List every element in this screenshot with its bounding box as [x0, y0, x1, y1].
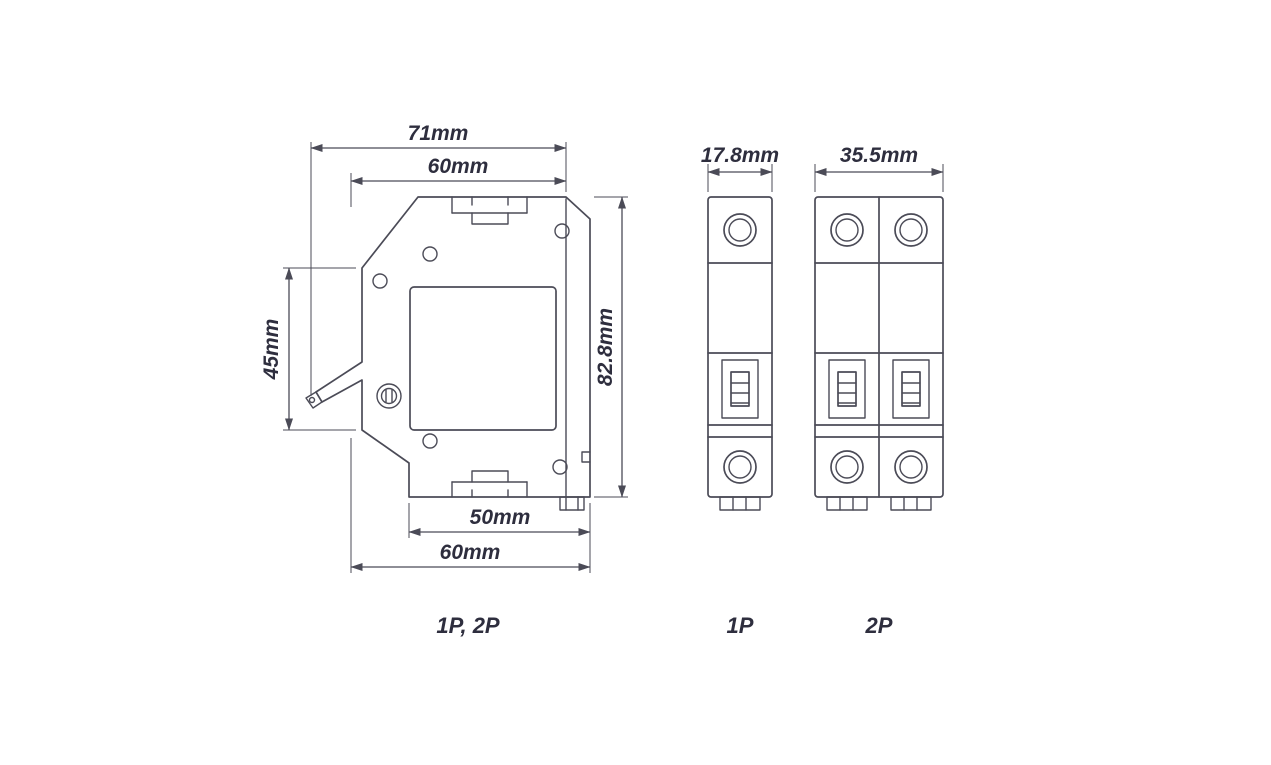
dim-width-2p-label: 35.5mm: [840, 144, 918, 167]
lever-tip: [305, 391, 323, 409]
dim-width-1p: 17.8mm: [701, 144, 779, 192]
side-view: 71mm 60mm 45mm 82.8mm 50mm: [260, 122, 628, 638]
pole-left: [814, 213, 880, 511]
dim-top-outer-label: 71mm: [408, 122, 469, 145]
front-view-1p-label: 1P: [727, 613, 754, 638]
dim-bottom-inner-label: 50mm: [470, 506, 531, 529]
dim-top-outer: 71mm: [310, 122, 567, 396]
front-view-2p: 35.5mm 2P: [814, 144, 944, 638]
side-view-label: 1P, 2P: [436, 613, 500, 638]
housing-rivets: [372, 223, 570, 475]
front-view-1p: 17.8mm 1P: [701, 144, 779, 638]
dim-top-inner-label: 60mm: [428, 155, 489, 178]
breaker-side-outline: [315, 196, 591, 498]
pole-1: [707, 213, 773, 511]
dim-width-2p: 35.5mm: [814, 144, 944, 192]
dim-bottom-inner: 50mm: [408, 503, 591, 573]
dim-left-height-label: 45mm: [260, 319, 283, 381]
din-rail-notch: [581, 451, 591, 463]
dim-bottom-outer-label: 60mm: [440, 541, 501, 564]
label-window: [409, 286, 557, 431]
dim-bottom-outer: 60mm: [350, 438, 591, 573]
din-clip: [559, 496, 585, 511]
bottom-terminal: [451, 470, 528, 498]
front-view-2p-label: 2P: [865, 613, 893, 638]
dim-right-height-label: 82.8mm: [594, 308, 617, 386]
top-terminal: [451, 196, 528, 225]
pole-right: [878, 213, 944, 511]
dim-right-height: 82.8mm: [594, 196, 628, 498]
dim-width-1p-label: 17.8mm: [701, 144, 779, 167]
pivot-screw: [376, 383, 402, 409]
dim-left-height: 45mm: [260, 267, 356, 431]
breaker-1p-outline: [707, 196, 773, 498]
dim-top-inner: 60mm: [350, 155, 567, 207]
